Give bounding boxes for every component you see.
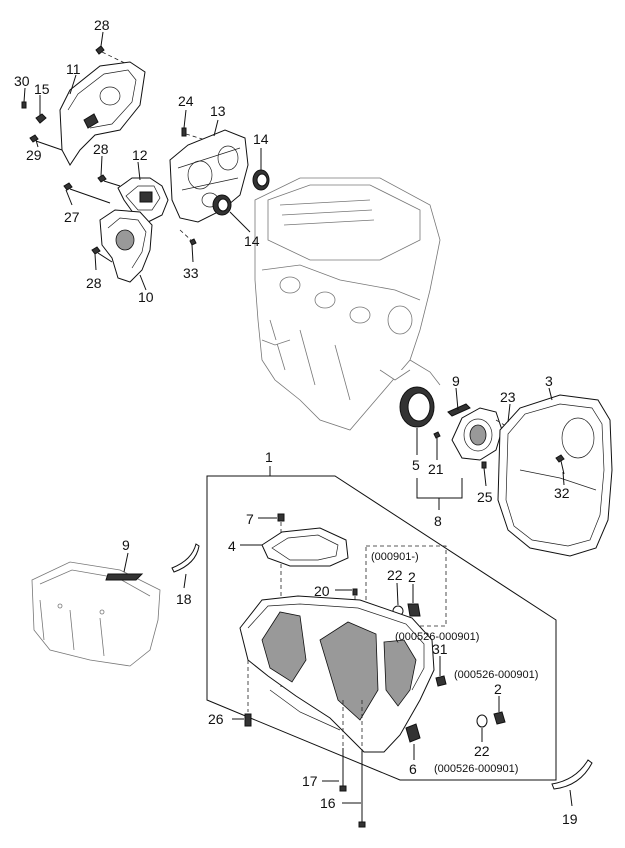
label-22: 22 — [474, 743, 490, 759]
lower-timing-cover-10 — [99, 209, 153, 283]
oil-pan-6-body — [239, 595, 435, 753]
oil-baffle-4 — [240, 527, 349, 567]
engine-block — [254, 177, 441, 431]
drain-plug-31 — [435, 656, 447, 687]
label-9-left: 9 — [122, 537, 130, 553]
oil-seal-14-bottom — [212, 194, 232, 216]
middle-timing-cover-12 — [117, 177, 169, 223]
seal-carrier-8 — [451, 407, 503, 461]
label-6: 6 — [409, 761, 417, 777]
bolt-28-bottom — [91, 246, 113, 263]
label-31: 31 — [432, 641, 448, 657]
label-32: 32 — [554, 485, 570, 501]
variant-box-000901 — [365, 545, 447, 627]
part-number-labels: 28 11 30 15 29 28 12 27 28 10 24 13 14 1… — [14, 17, 578, 827]
label-15: 15 — [34, 81, 50, 97]
label-11: 11 — [66, 61, 81, 77]
bolt-17 — [322, 700, 347, 792]
label-4: 4 — [228, 538, 236, 554]
oil-seal-14-top — [252, 169, 270, 191]
label-26: 26 — [208, 711, 224, 727]
label-1: 1 — [265, 449, 273, 465]
label-12: 12 — [132, 147, 148, 163]
screw-30 — [21, 101, 27, 109]
label-24: 24 — [178, 93, 194, 109]
seal-strip-19 — [551, 759, 593, 807]
label-17: 17 — [302, 773, 318, 789]
label-28-top: 28 — [94, 17, 110, 33]
bracket-9-top — [447, 403, 471, 417]
bolt-33 — [179, 229, 197, 246]
oil-pan-outline-left — [31, 561, 161, 667]
label-14-top: 14 — [253, 131, 269, 147]
variant-notes: (000901-) (000526-000901) (000526-000901… — [371, 551, 538, 775]
label-3: 3 — [545, 373, 553, 389]
label-7: 7 — [246, 511, 254, 527]
label-2-variant: 2 — [408, 569, 416, 585]
label-10: 10 — [138, 289, 154, 305]
label-25: 25 — [477, 489, 493, 505]
bolt-26 — [232, 660, 252, 727]
label-16: 16 — [320, 795, 336, 811]
label-30: 30 — [14, 73, 30, 89]
bracket-9-left — [105, 552, 144, 581]
bolt-25 — [481, 461, 487, 469]
clip-15 — [35, 113, 47, 124]
dowel-21 — [433, 431, 441, 439]
label-13: 13 — [210, 103, 226, 119]
crankshaft-rear-seal-5 — [399, 386, 435, 428]
note-range-under-box: (000526-000901) — [395, 631, 479, 643]
washer-22 — [476, 714, 488, 742]
label-20: 20 — [314, 583, 330, 599]
label-18: 18 — [176, 591, 192, 607]
bolt-29 — [29, 134, 63, 151]
rear-timing-plate-13 — [169, 129, 249, 223]
note-from-000901: (000901-) — [371, 551, 419, 563]
label-8: 8 — [434, 513, 442, 529]
washer-22-variant — [392, 582, 404, 617]
label-21: 21 — [428, 461, 444, 477]
note-range-right: (000526-000901) — [454, 669, 538, 681]
assembly-box-1 — [206, 475, 557, 781]
label-9-top: 9 — [452, 373, 460, 389]
label-23: 23 — [500, 389, 516, 405]
bracket-line-8 — [416, 478, 463, 510]
bolt-32 — [560, 460, 565, 475]
bolt-28-mid — [97, 174, 121, 187]
note-range-bottom: (000526-000901) — [434, 763, 518, 775]
label-2: 2 — [494, 681, 502, 697]
label-19: 19 — [562, 811, 578, 827]
label-14-bottom: 14 — [244, 233, 260, 249]
bolt-27 — [63, 182, 111, 204]
label-33: 33 — [183, 265, 199, 281]
label-5: 5 — [412, 457, 420, 473]
label-27: 27 — [64, 209, 80, 225]
label-28-mid: 28 — [93, 141, 109, 157]
label-22-variant: 22 — [387, 567, 403, 583]
end-plate-3 — [497, 394, 613, 557]
label-29: 29 — [26, 147, 42, 163]
drain-plug-2-variant — [407, 584, 421, 617]
seal-strip-18 — [171, 543, 200, 589]
upper-timing-cover-11 — [59, 61, 146, 166]
drain-plug-2 — [493, 696, 506, 725]
part-6-plug — [405, 723, 421, 760]
bolt-16 — [342, 700, 366, 828]
label-28-bottom: 28 — [86, 275, 102, 291]
leader-lines — [23, 31, 565, 487]
